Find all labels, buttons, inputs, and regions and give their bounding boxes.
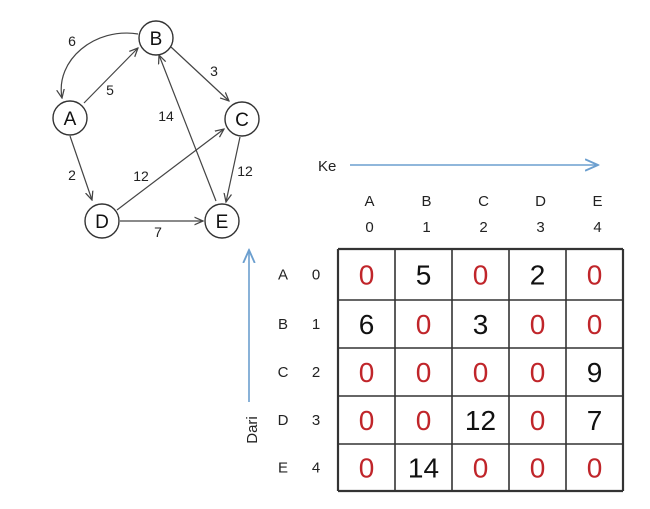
edge-b-to-a bbox=[61, 32, 139, 98]
matrix-cell: 0 bbox=[473, 357, 489, 388]
matrix-cell: 0 bbox=[359, 260, 375, 291]
matrix-cell: 0 bbox=[359, 357, 375, 388]
edge-d-to-c bbox=[116, 129, 224, 211]
col-header-index: 3 bbox=[536, 219, 544, 236]
node-e: E bbox=[204, 203, 240, 239]
matrix-cell: 0 bbox=[530, 357, 546, 388]
matrix-cell: 9 bbox=[587, 357, 603, 388]
matrix-grid bbox=[336, 247, 625, 493]
col-header-letter: E bbox=[592, 193, 602, 210]
node-e-label: E bbox=[216, 212, 229, 233]
to-axis: Ke bbox=[318, 158, 598, 175]
matrix-cell: 6 bbox=[359, 309, 375, 340]
row-header-letter: C bbox=[278, 364, 289, 381]
row-header-index: 2 bbox=[312, 364, 320, 381]
node-a: A bbox=[52, 100, 88, 136]
weight-d-to-c: 12 bbox=[133, 168, 149, 184]
matrix-cell: 0 bbox=[587, 260, 603, 291]
matrix-cell: 7 bbox=[587, 405, 603, 436]
matrix-cell: 0 bbox=[359, 405, 375, 436]
matrix-cell: 0 bbox=[359, 453, 375, 484]
directed-graph: 6 5 3 2 12 12 7 14 A B C D E bbox=[52, 20, 260, 240]
matrix-cell: 0 bbox=[416, 405, 432, 436]
matrix-cell: 3 bbox=[473, 309, 489, 340]
col-header-letter: C bbox=[478, 193, 489, 210]
weight-b-to-a: 6 bbox=[68, 33, 76, 49]
col-header-index: 0 bbox=[365, 219, 373, 236]
adjacency-matrix: 0 5 0 2 0 6 0 3 0 0 0 0 0 0 9 0 0 12 0 7 0 14 0 0 0 bbox=[336, 247, 625, 493]
col-header-letter: B bbox=[421, 193, 431, 210]
row-header-index: 1 bbox=[312, 316, 320, 333]
weight-b-to-c: 3 bbox=[210, 63, 218, 79]
row-header-letter: D bbox=[278, 412, 289, 429]
row-header-letter: B bbox=[278, 316, 288, 333]
from-label: Dari bbox=[244, 416, 261, 444]
matrix-cell: 2 bbox=[530, 260, 546, 291]
matrix-cell: 0 bbox=[416, 357, 432, 388]
weight-c-to-e: 12 bbox=[237, 163, 253, 179]
row-header-letter: A bbox=[278, 267, 288, 284]
matrix-cell: 0 bbox=[530, 453, 546, 484]
weight-a-to-b: 5 bbox=[106, 82, 114, 98]
edge-c-to-e bbox=[226, 136, 241, 202]
matrix-cell: 0 bbox=[473, 453, 489, 484]
node-b-label: B bbox=[150, 29, 163, 50]
weight-e-to-b: 14 bbox=[158, 108, 174, 124]
row-header-index: 0 bbox=[312, 267, 320, 284]
weight-a-to-d: 2 bbox=[68, 167, 76, 183]
matrix-cell: 12 bbox=[465, 405, 496, 436]
edge-a-to-d bbox=[69, 135, 92, 200]
node-d-label: D bbox=[95, 212, 109, 233]
col-header-index: 2 bbox=[479, 219, 487, 236]
col-header-index: 1 bbox=[422, 219, 430, 236]
matrix-cell: 0 bbox=[587, 453, 603, 484]
edge-e-to-b bbox=[159, 55, 217, 202]
col-header-index: 4 bbox=[593, 219, 601, 236]
matrix-cell: 0 bbox=[473, 260, 489, 291]
col-header-letter: A bbox=[364, 193, 374, 210]
node-b: B bbox=[138, 20, 174, 56]
matrix-cells: 0 5 0 2 0 6 0 3 0 0 0 0 0 0 9 0 0 12 0 7 0 14 0 0 0 bbox=[359, 260, 603, 484]
node-c-label: C bbox=[235, 110, 249, 131]
matrix-cell: 0 bbox=[530, 405, 546, 436]
matrix-cell: 0 bbox=[587, 309, 603, 340]
to-label: Ke bbox=[318, 158, 336, 175]
edge-b-to-c bbox=[170, 46, 229, 101]
row-header-letter: E bbox=[278, 460, 288, 477]
node-d: D bbox=[84, 203, 120, 239]
matrix-cell: 14 bbox=[408, 453, 439, 484]
row-headers: A 0B 1C 2D 3E 4 bbox=[278, 267, 321, 477]
node-a-label: A bbox=[64, 109, 77, 130]
from-axis: Dari bbox=[244, 250, 261, 444]
node-c: C bbox=[224, 101, 260, 137]
matrix-cell: 0 bbox=[416, 309, 432, 340]
col-header-letter: D bbox=[535, 193, 546, 210]
edge-a-to-b bbox=[83, 48, 138, 104]
matrix-cell: 5 bbox=[416, 260, 432, 291]
row-header-index: 4 bbox=[312, 460, 320, 477]
column-headers: A 0 B 1 C 2 D 3 E 4 bbox=[364, 193, 602, 236]
weight-d-to-e: 7 bbox=[154, 224, 162, 240]
matrix-cell: 0 bbox=[530, 309, 546, 340]
row-header-index: 3 bbox=[312, 412, 320, 429]
